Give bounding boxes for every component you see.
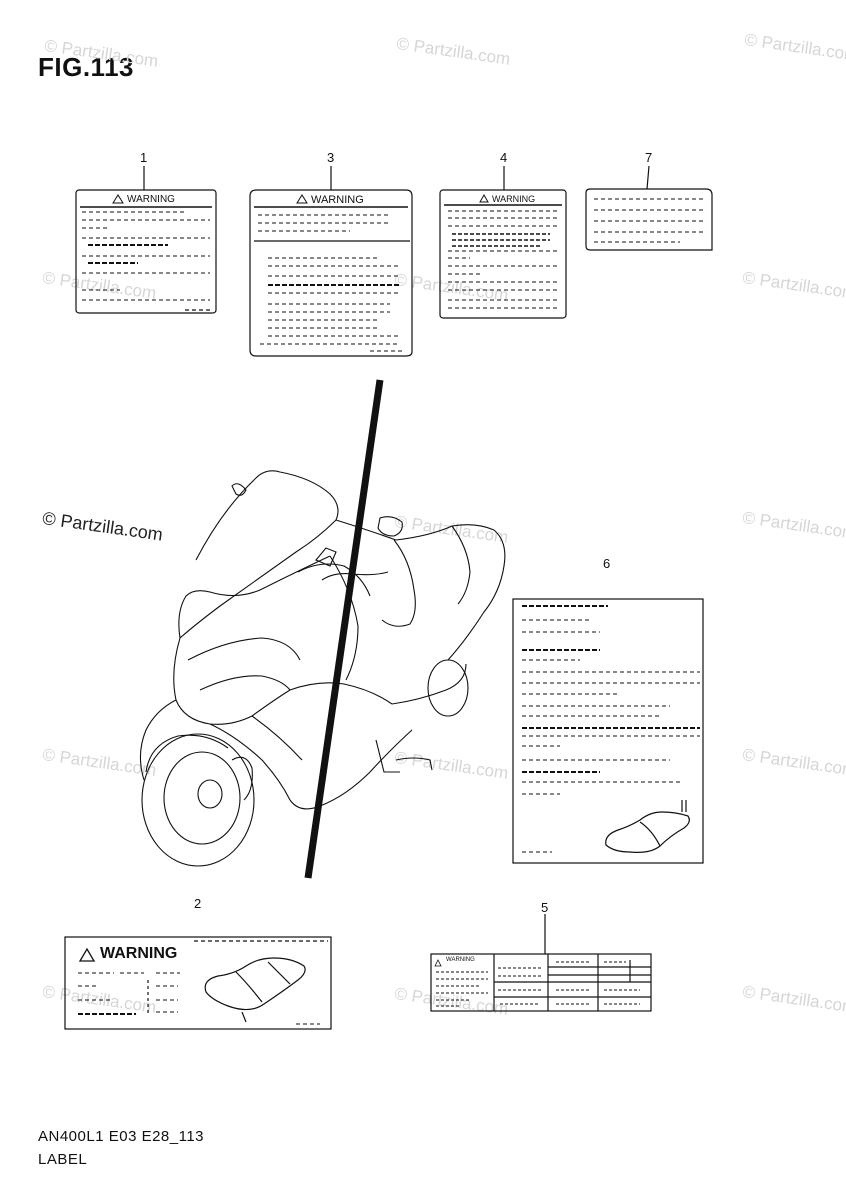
label-3-warning[interactable] bbox=[249, 189, 413, 357]
label-2-warning[interactable] bbox=[64, 936, 332, 1030]
diagram-code: AN400L1 E03 E28_113 bbox=[38, 1128, 205, 1145]
figure-title: FIG.113 bbox=[38, 52, 134, 82]
scooter-illustration bbox=[139, 470, 506, 867]
leader-line-7 bbox=[646, 165, 650, 190]
callout-4[interactable]: 4 bbox=[500, 150, 508, 165]
label-1-warning-text: WARNING bbox=[127, 194, 175, 205]
callout-2[interactable]: 2 bbox=[194, 896, 202, 911]
label-7[interactable] bbox=[585, 188, 713, 251]
callout-5[interactable]: 5 bbox=[541, 900, 549, 915]
callout-1[interactable]: 1 bbox=[140, 150, 148, 165]
label-2-warning-text: WARNING bbox=[100, 945, 178, 962]
label-5-table[interactable] bbox=[430, 953, 652, 1012]
diagram-name: LABEL bbox=[38, 1151, 88, 1168]
label-4-warning-text: WARNING bbox=[492, 194, 536, 204]
label-5-warning-text: WARNING bbox=[446, 957, 475, 963]
label-1-warning[interactable] bbox=[75, 189, 217, 314]
callout-3[interactable]: 3 bbox=[327, 150, 335, 165]
label-4-warning[interactable] bbox=[439, 189, 567, 319]
label-3-warning-text: WARNING bbox=[311, 194, 364, 206]
callout-6[interactable]: 6 bbox=[603, 556, 611, 571]
label-6[interactable] bbox=[512, 598, 704, 864]
location-pointer-line bbox=[304, 379, 384, 879]
callout-7[interactable]: 7 bbox=[645, 150, 653, 165]
